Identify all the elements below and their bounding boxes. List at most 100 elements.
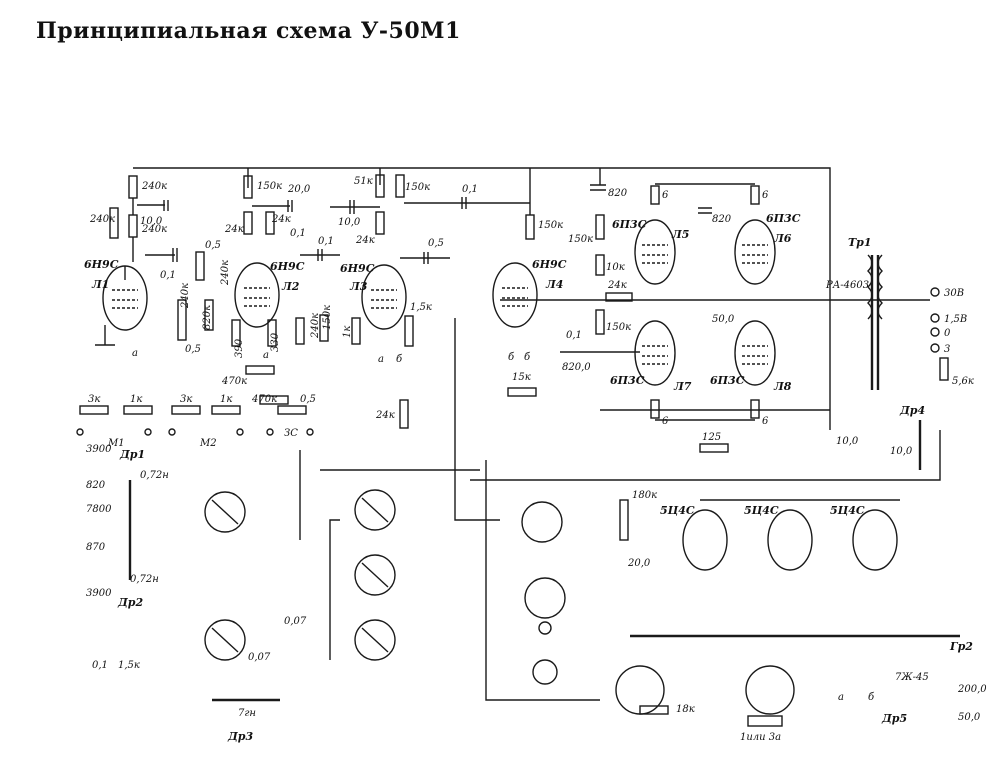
resistor-r150k-a: 150к (243, 175, 282, 199)
label-c01-d: 0,1 (462, 184, 478, 195)
label-1k: 1к (342, 326, 353, 338)
label-6a: 6 (662, 190, 669, 201)
resistor-51k (375, 174, 385, 198)
tube-l3: 6Н9С Л3 (340, 262, 407, 330)
rotary-switch-2[interactable] (204, 619, 246, 661)
svg-text:150к: 150к (257, 181, 282, 192)
top-bus-wire (133, 167, 831, 430)
label-c820c: 820 (86, 480, 106, 491)
tube-l1: 6Н9С Л1 (84, 258, 148, 331)
label-c007a: 0,07 (284, 616, 307, 627)
rotary-switch-1[interactable] (204, 491, 246, 533)
label-150k-c: 150к (405, 182, 430, 193)
tube-l4-label: Л4 (545, 278, 563, 291)
resistor-240k-d (177, 299, 187, 341)
label-0: 0 (944, 328, 951, 339)
input-jack-m1[interactable]: М1 (76, 428, 152, 449)
resistor-150k-d (525, 214, 535, 240)
label-gr2: Гр2 (949, 640, 973, 653)
resistor-125 (699, 443, 729, 453)
resistor-470k-b (259, 395, 289, 405)
rotary-switch-3[interactable] (354, 489, 396, 531)
resistor-r24k-b (265, 211, 275, 235)
label-30v: 30В (944, 288, 964, 299)
label-c3900a: 3900 (86, 444, 112, 455)
terminal-15v (930, 313, 940, 323)
pot-05-a (195, 251, 205, 281)
resistor-6-c (650, 399, 660, 419)
label-240k-3: 240к (89, 214, 115, 225)
pin-b-4b: б (524, 352, 531, 363)
label-c3900b: 3900 (86, 588, 112, 599)
svg-text:5Ц4С: 5Ц4С (744, 504, 779, 517)
label-h072b: 0,72н (130, 574, 159, 585)
input-jack-3c[interactable]: ЗС (266, 428, 314, 439)
pin-b-3: б (396, 354, 403, 365)
label-15k-c: 1,5к (118, 660, 140, 671)
label-c870: 870 (86, 542, 106, 553)
terminal-3 (930, 343, 940, 353)
label-3k-b: 3к (180, 394, 192, 405)
rotary-switch-4[interactable] (354, 554, 396, 596)
resistor-15k (404, 315, 414, 347)
resistor-15k-b (507, 387, 537, 397)
tube-l1-type: 6Н9С (84, 258, 119, 271)
label-24k-b: 24к (271, 214, 291, 225)
label-330: 330 (270, 332, 281, 352)
input-jack-m2[interactable]: М2 (168, 428, 244, 449)
indicator-socket-2 (524, 577, 566, 619)
c820b-plates (698, 207, 712, 214)
label-c05-b: 0,5 (428, 238, 444, 249)
pin-a-3: а (378, 354, 384, 365)
label-dr3: Др3 (227, 730, 253, 743)
label-dr5: Др5 (881, 712, 907, 725)
indicator-socket-1 (521, 501, 563, 543)
resistor-18k (639, 705, 669, 715)
resistor-3k-b (171, 405, 201, 415)
resistor-150k-f (595, 309, 605, 335)
tube-l3-label: Л3 (349, 280, 368, 293)
resistor-240k-f (295, 317, 305, 345)
label-c20: 20,0 (287, 184, 311, 195)
tube-l1-label: Л1 (91, 278, 109, 291)
resistor-180k (619, 499, 629, 541)
label-240k-f: 240к (310, 313, 321, 339)
label-h7: 7гн (238, 708, 256, 719)
label-h072a: 0,72н (140, 470, 169, 481)
label-c820b: 820 (712, 214, 732, 225)
meter-icon (532, 659, 558, 685)
terminal-30v (930, 287, 940, 297)
tube-l7: 6П3С Л7 (610, 320, 692, 393)
resistor-1k (351, 317, 361, 345)
pilot-lamp-icon (538, 621, 552, 635)
resistor-56k (939, 357, 949, 381)
tube-l6-label: Л6 (773, 232, 792, 245)
tube-l8-label: Л8 (773, 380, 792, 393)
resistor-1k-b (123, 405, 153, 415)
label-c01-a: 0,1 (160, 270, 176, 281)
label-c50: 50,0 (712, 314, 735, 325)
rotary-switch-5[interactable] (354, 619, 396, 661)
label-diode: 7Ж-45 (895, 672, 929, 683)
label-180k: 180к (632, 490, 657, 501)
label-470k-b: 470к (251, 394, 277, 405)
label-390: 390 (234, 338, 245, 358)
label-18k: 18к (676, 704, 695, 715)
label-6c: 6 (662, 416, 669, 427)
terminal-0 (930, 327, 940, 337)
label-125: 125 (702, 432, 721, 443)
label-c10b: 10,0 (338, 217, 361, 228)
label-c01-e: 0,1 (566, 330, 582, 341)
label-c200: 200,0 (957, 684, 987, 695)
pin-a-2: а (263, 350, 269, 361)
svg-text:240к: 240к (141, 224, 167, 235)
resistor-24k-e (399, 399, 409, 429)
interconnect-wires (299, 299, 941, 701)
label-51k: 51к (354, 176, 373, 187)
label-24k-d: 24к (607, 280, 627, 291)
svg-text:5Ц4С: 5Ц4С (830, 504, 865, 517)
tube-l7-label: Л7 (673, 380, 692, 393)
label-6d: 6 (762, 416, 769, 427)
diagram-title: Принципиальная схема У-50М1 (36, 18, 461, 44)
label-r05: 0,5 (185, 344, 201, 355)
